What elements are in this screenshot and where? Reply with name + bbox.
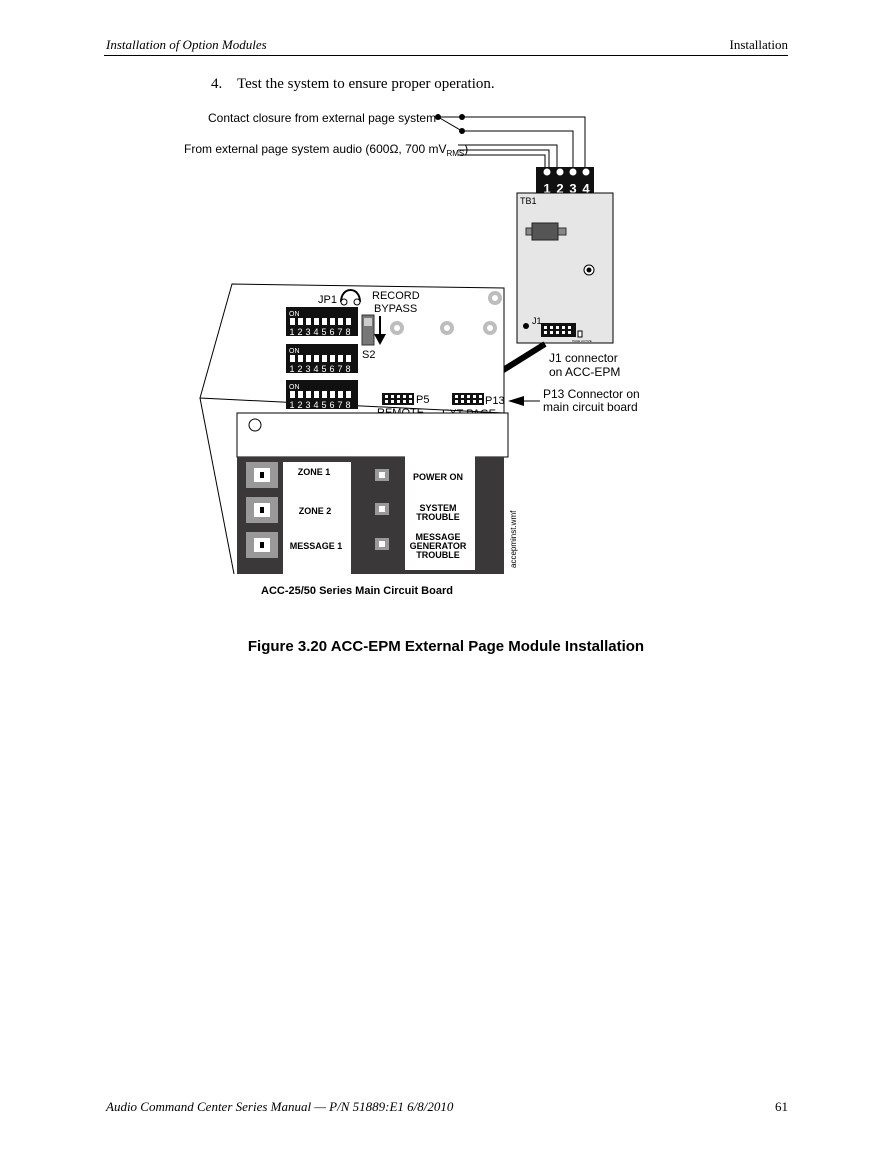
p13-connector-label-1: P13 Connector on xyxy=(543,387,640,401)
terminal-4-label: 4 xyxy=(582,181,590,196)
header-chapter-title: Installation xyxy=(729,37,789,52)
footer-page-number: 61 xyxy=(775,1099,788,1114)
p13-pointer-arrowhead xyxy=(508,396,524,406)
svg-text:3: 3 xyxy=(305,364,310,374)
svg-text:2: 2 xyxy=(297,400,302,410)
record-bypass-label-1: RECORD xyxy=(372,290,420,302)
svg-text:4: 4 xyxy=(313,400,318,410)
mounting-holes xyxy=(390,291,502,335)
svg-text:4: 4 xyxy=(313,327,318,337)
svg-text:8: 8 xyxy=(345,400,350,410)
message-generator-label-2: GENERATOR xyxy=(410,541,467,551)
jp1-label: JP1 xyxy=(318,294,337,306)
power-on-label: POWER ON xyxy=(413,472,463,482)
svg-text:1: 1 xyxy=(289,364,294,374)
message-1-label: MESSAGE 1 xyxy=(290,541,343,551)
footer-manual-info: Audio Command Center Series Manual — P/N… xyxy=(106,1099,453,1115)
dip-on-label: ON xyxy=(289,348,300,355)
terminal-1-label: 1 xyxy=(543,181,550,196)
switch-contact-dot xyxy=(435,114,441,120)
j1-label: J1 xyxy=(532,316,542,326)
tb1-terminal-block: 1 2 3 4 xyxy=(536,167,594,196)
footer-part-number: — P/N 51889:E1 6/8/2010 xyxy=(311,1099,454,1114)
j1-connector-label-1: J1 connector xyxy=(549,351,618,365)
terminal-3-label: 3 xyxy=(569,181,576,196)
record-bypass-label-2: BYPASS xyxy=(374,303,417,315)
svg-text:3: 3 xyxy=(305,400,310,410)
svg-text:7: 7 xyxy=(337,327,342,337)
footer-manual-title: Audio Command Center Series Manual xyxy=(106,1099,312,1114)
dip-on-label: ON xyxy=(289,311,300,318)
svg-text:1: 1 xyxy=(289,400,294,410)
main-board-edge xyxy=(199,397,235,575)
p13-label: P13 xyxy=(485,395,505,407)
jp1-pin xyxy=(340,298,348,306)
dip-on-label: ON xyxy=(289,384,300,391)
audio-label: From external page system audio (600Ω, 7… xyxy=(184,142,468,158)
step-item: 4. Test the system to ensure proper opera… xyxy=(211,76,495,93)
s2-switch-actuator xyxy=(364,318,372,326)
p5-label: P5 xyxy=(416,394,429,406)
installation-figure: Contact closure from external page syste… xyxy=(184,111,640,597)
record-bypass-arrowhead xyxy=(374,334,386,345)
zone-2-label: ZONE 2 xyxy=(299,506,332,516)
figure-caption: Figure 3.20 ACC-EPM External Page Module… xyxy=(247,638,645,655)
system-trouble-label-2: TROUBLE xyxy=(416,512,460,522)
tb1-label: TB1 xyxy=(520,196,537,206)
system-trouble-label-1: SYSTEM xyxy=(419,503,456,513)
svg-text:6: 6 xyxy=(329,400,334,410)
svg-text:6: 6 xyxy=(329,327,334,337)
svg-text:5: 5 xyxy=(321,400,326,410)
status-label-panel xyxy=(405,452,475,570)
terminal-2-label: 2 xyxy=(556,181,563,196)
svg-text:7: 7 xyxy=(337,364,342,374)
file-name-label: accepminst.wmf xyxy=(509,510,518,568)
p5-connector xyxy=(382,393,414,405)
status-leds xyxy=(375,469,389,550)
switch-contact-dot xyxy=(459,128,465,134)
contact-closure-label: Contact closure from external page syste… xyxy=(208,111,436,125)
svg-text:8: 8 xyxy=(345,364,350,374)
svg-text:8: 8 xyxy=(345,327,350,337)
contact-wires xyxy=(437,116,586,170)
front-panel-top xyxy=(236,412,509,458)
audio-wires xyxy=(458,144,558,170)
zone-1-label: ZONE 1 xyxy=(298,467,331,477)
svg-text:5: 5 xyxy=(321,327,326,337)
header-section-title: Installation of Option Modules xyxy=(106,37,267,52)
step-number: 4. xyxy=(211,76,223,92)
s2-label: S2 xyxy=(362,349,375,361)
board-caption: ACC-25/50 Series Main Circuit Board xyxy=(261,585,453,597)
acc-epm-module: TB1 J1 PAGE ACTIVE xyxy=(516,192,614,344)
message-generator-label-1: MESSAGE xyxy=(415,532,460,542)
jp1-pin xyxy=(353,298,361,306)
svg-text:4: 4 xyxy=(313,364,318,374)
zone-label-panel xyxy=(283,462,351,574)
switch-contact-dot xyxy=(459,114,465,120)
j1-connector-pins xyxy=(544,326,571,334)
p13-connector xyxy=(452,393,484,405)
p13-connector-label-2: main circuit board xyxy=(543,400,638,414)
svg-text:7: 7 xyxy=(337,400,342,410)
header-rule xyxy=(104,55,788,56)
svg-text:5: 5 xyxy=(321,364,326,374)
svg-text:1: 1 xyxy=(289,327,294,337)
svg-text:2: 2 xyxy=(297,327,302,337)
message-generator-label-3: TROUBLE xyxy=(416,550,460,560)
front-panel-screw xyxy=(248,418,262,432)
svg-text:2: 2 xyxy=(297,364,302,374)
zone-buttons xyxy=(246,462,278,558)
step-text: Test the system to ensure proper operati… xyxy=(237,76,495,92)
page-active-label: PAGE ACTIVE xyxy=(572,339,592,343)
j1-connector-label-2: on ACC-EPM xyxy=(549,365,620,379)
jp1-jumper xyxy=(340,289,361,303)
svg-text:3: 3 xyxy=(305,327,310,337)
svg-text:6: 6 xyxy=(329,364,334,374)
